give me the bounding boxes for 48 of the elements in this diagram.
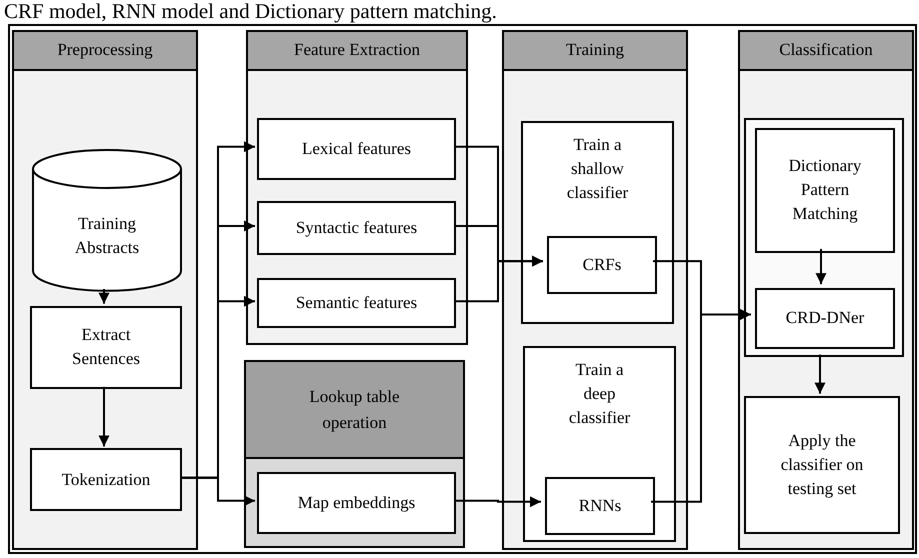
connector-arrow [98, 386, 110, 446]
stage-column [12, 30, 198, 550]
node-label: CRD-DNer [786, 307, 864, 330]
header-band: Preprocessing [12, 30, 198, 71]
node-label: CRFs [582, 254, 622, 276]
process-box [257, 472, 456, 534]
header-band: Feature Extraction [246, 30, 468, 71]
process-box [257, 201, 456, 255]
node-label: Training Abstracts [74, 213, 140, 260]
connector-arrow [816, 248, 826, 284]
node-label: Extract Sentences [71, 324, 141, 370]
group-box [523, 346, 676, 542]
stage-column [502, 30, 688, 550]
process-box [547, 236, 657, 294]
process-box [755, 288, 895, 349]
connector-arrow [98, 289, 110, 304]
header-band: Lookup table operation [246, 362, 463, 460]
process-box [30, 448, 182, 512]
stage-column [246, 30, 468, 345]
title-text: CRF model, RNN model and Dictionary pattern matching. [4, 0, 497, 23]
header-band: Training [502, 30, 688, 71]
node-label: Syntactic features [296, 216, 418, 239]
connector-arrow [651, 308, 751, 503]
node-label: Train a deep classifier [568, 358, 632, 429]
database-cylinder [32, 149, 182, 292]
connector-arrow [454, 496, 541, 508]
connector-arrow [180, 476, 255, 506]
connector-arrow [454, 256, 543, 302]
stage-column [738, 30, 914, 550]
group-box [521, 120, 674, 324]
process-box [257, 278, 456, 328]
node-label: Map embeddings [298, 492, 416, 514]
lookup-panel [244, 360, 465, 548]
process-box [755, 128, 895, 253]
process-box [545, 476, 655, 535]
process-box [744, 396, 900, 534]
connector-arrow [814, 354, 826, 394]
node-label: Tokenization [62, 468, 150, 491]
node-label: RNNs [578, 494, 622, 517]
header-band: Classification [738, 30, 914, 71]
node-label: Apply the classifier on testing set [780, 430, 864, 500]
node-label: Semantic features [296, 292, 418, 314]
process-box [30, 306, 182, 389]
process-box [257, 118, 456, 180]
group-frame [744, 118, 904, 357]
node-label: Dictionary Pattern Matching [788, 155, 862, 226]
node-label: Train a shallow classifier [566, 134, 630, 204]
node-label: Lexical features [302, 138, 411, 160]
